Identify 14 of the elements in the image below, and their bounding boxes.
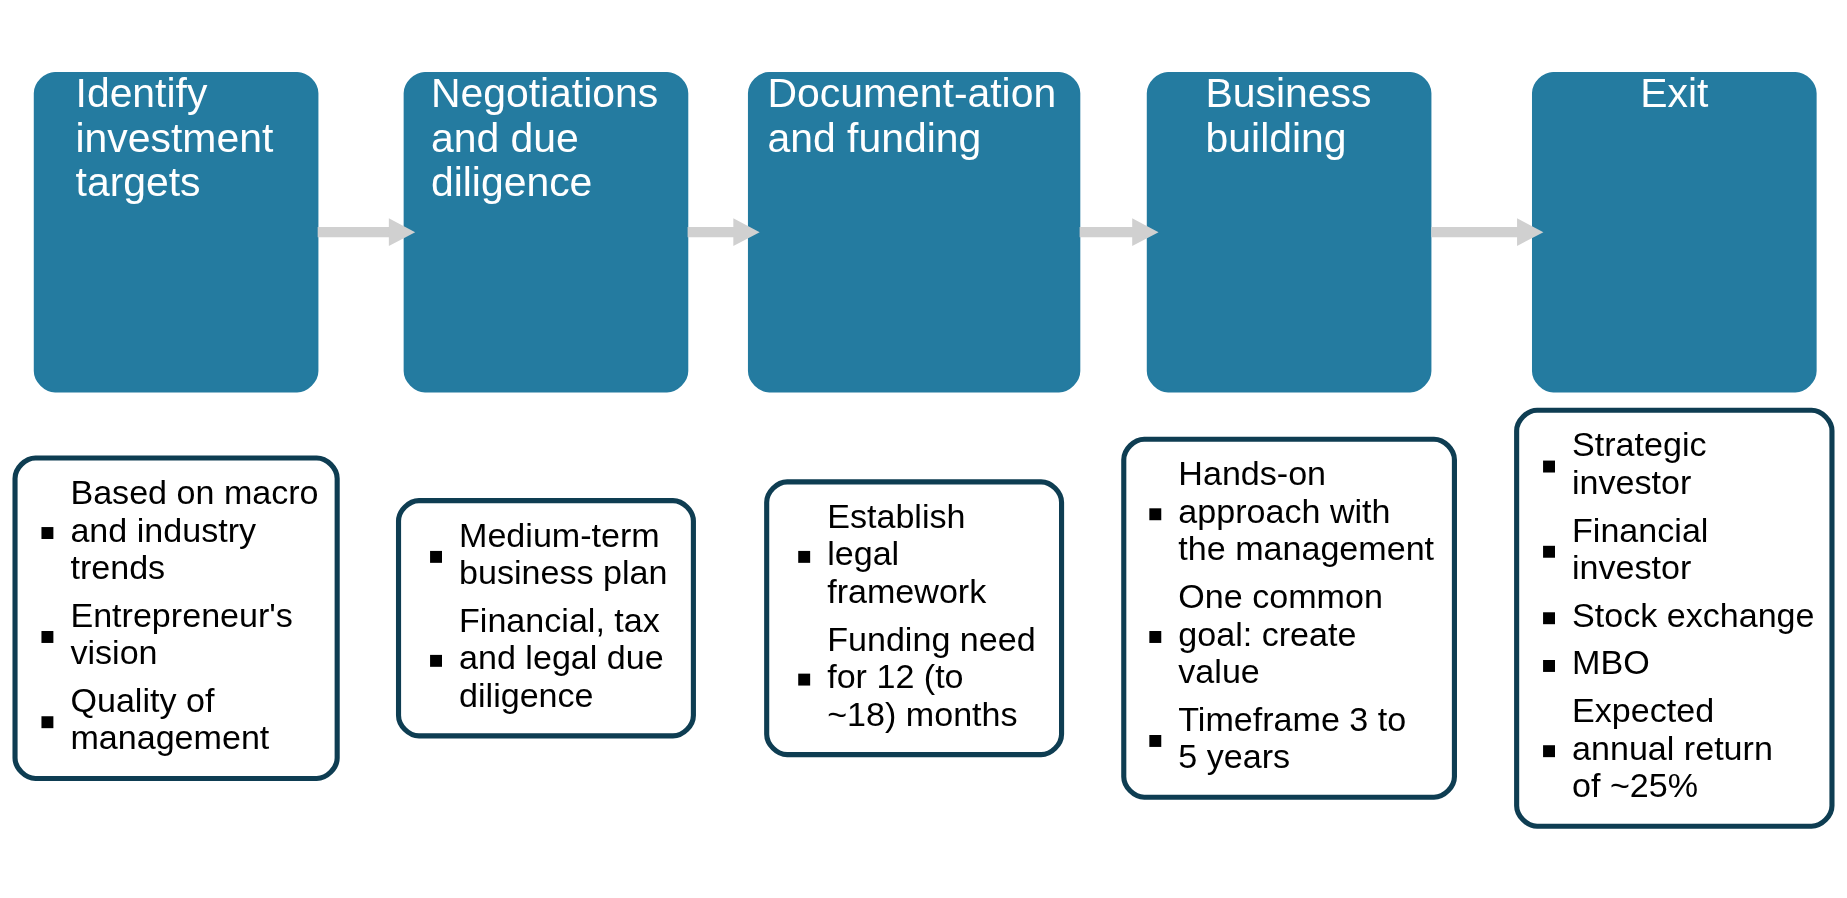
node-box: Identify investment targets <box>33 71 319 392</box>
arrow <box>687 217 760 246</box>
arrow <box>317 217 416 246</box>
node-box: Negotiations and due diligence <box>403 71 689 392</box>
node-box: Based on macro and industry trends Entrepreneur's vision Quality of management <box>12 454 340 781</box>
node-box: Exit <box>1532 71 1817 392</box>
node-box: Hands-on approach with the management One common goal: create value Timeframe 3 to 5 years <box>1121 436 1457 800</box>
node-box: Establish legal framework Funding need for 12 (to ~18) months <box>764 478 1065 757</box>
node-box: Business building <box>1146 71 1432 392</box>
node-box: Document-ation and funding <box>747 71 1081 392</box>
arrow <box>1431 217 1544 246</box>
node-box: Strategic investor Financial investor Stock exchange MBO Expected annual return of ~25% <box>1514 407 1835 829</box>
node-box: Medium-term business plan Financial, tax and legal due diligence <box>395 497 696 738</box>
arrow <box>1079 217 1159 246</box>
